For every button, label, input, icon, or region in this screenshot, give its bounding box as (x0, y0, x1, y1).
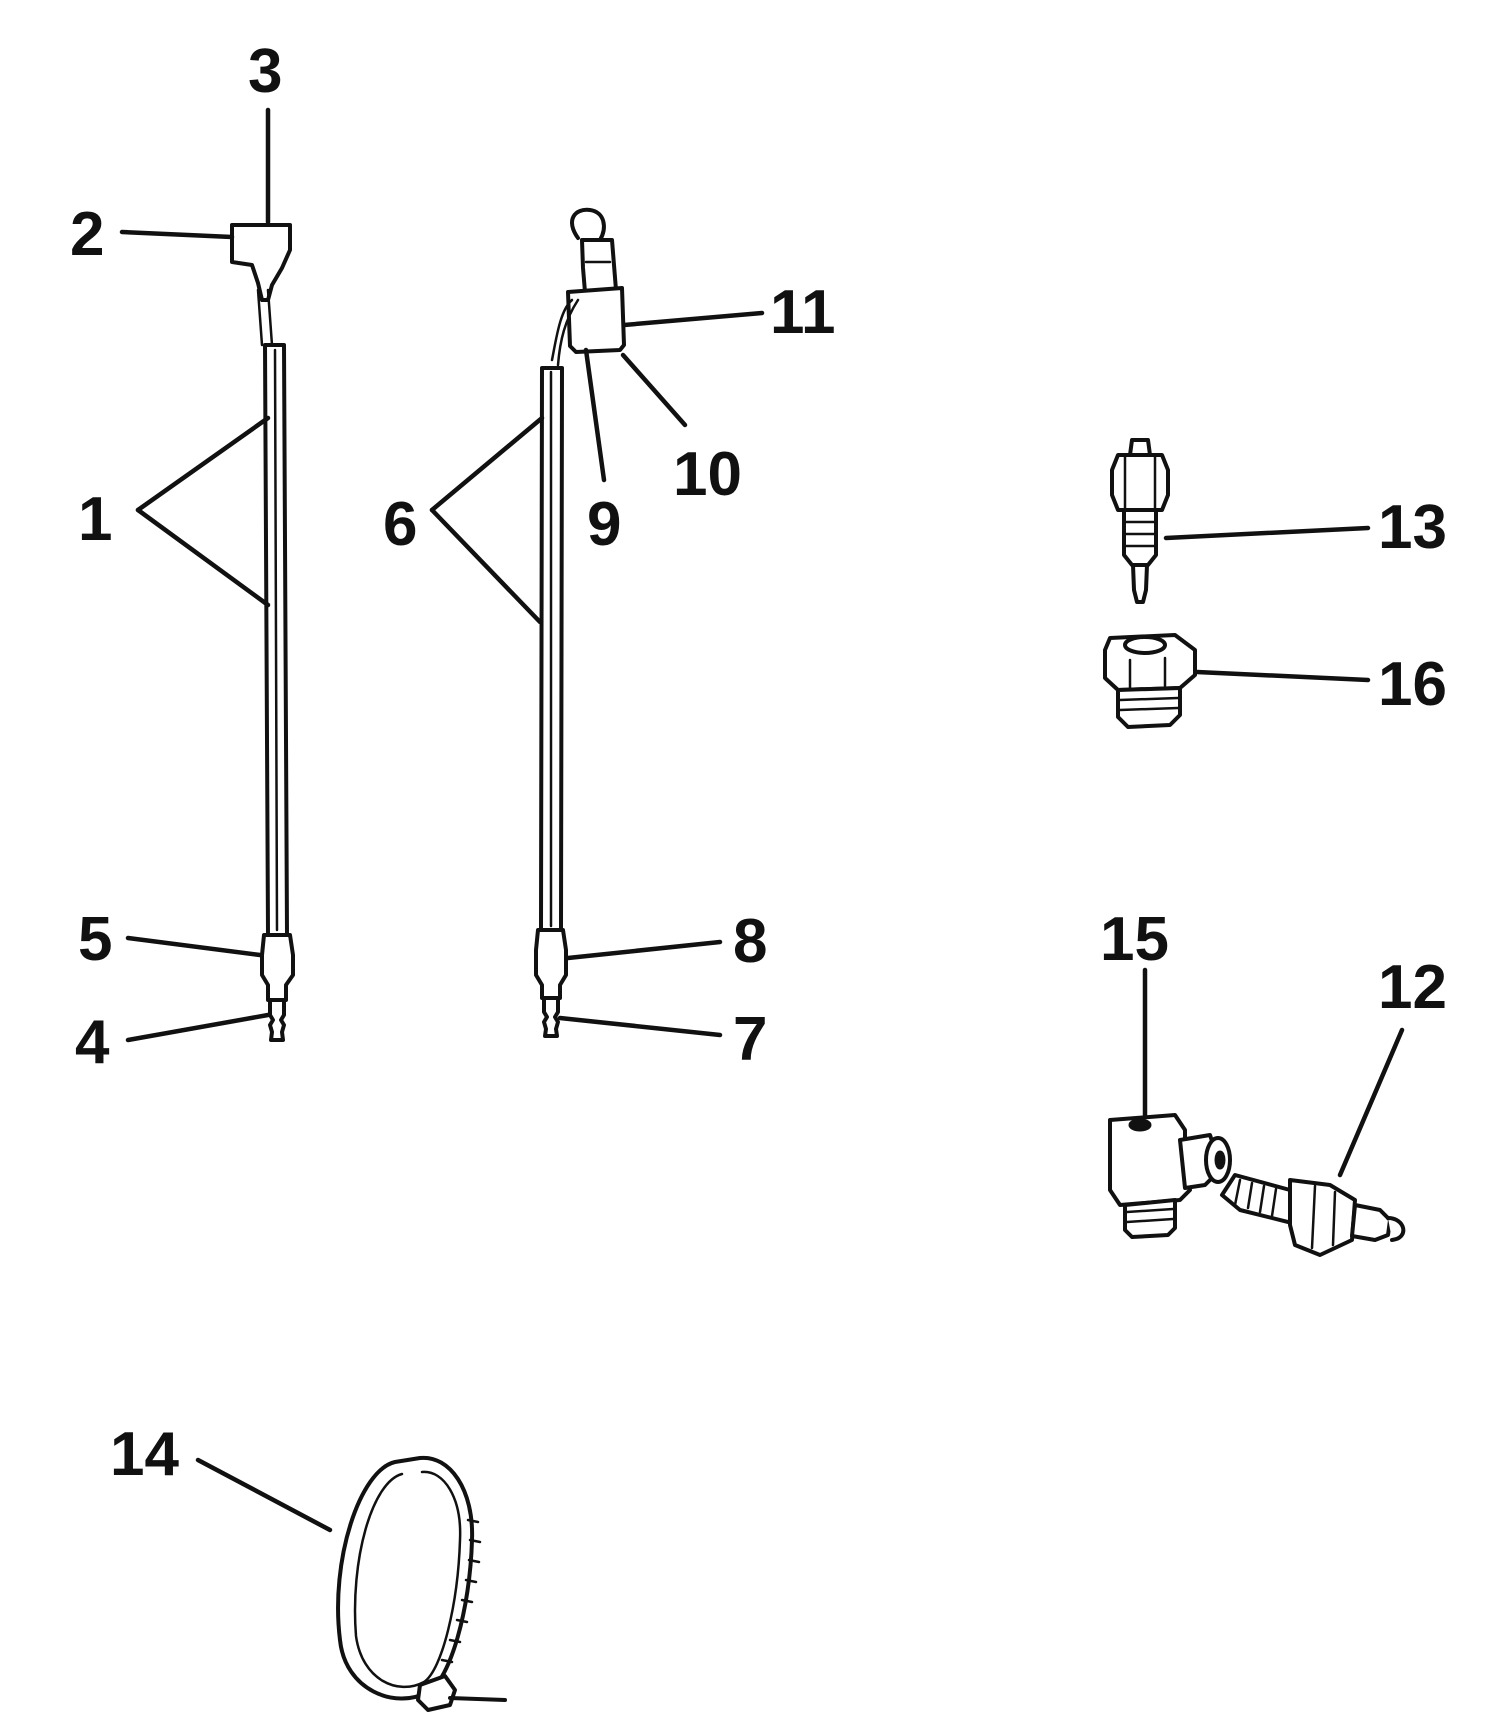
callout-12: 12 (1378, 953, 1447, 1022)
callout-3: 3 (248, 37, 282, 106)
lead-boot-top (230, 223, 292, 302)
lead-hook (570, 207, 606, 242)
switch-terminal (1128, 438, 1152, 457)
tie-strap (336, 1455, 507, 1712)
switch-hex (1110, 453, 1170, 512)
callout-14: 14 (110, 1420, 179, 1489)
spark-plug (1220, 1173, 1406, 1257)
callout-1: 1 (78, 485, 112, 554)
temperature-switch (1110, 438, 1170, 604)
callout-5: 5 (78, 905, 112, 974)
lead-terminal-middle (534, 928, 568, 1000)
lead-pin-middle (542, 996, 560, 1038)
callout-13: 13 (1378, 493, 1447, 562)
switch-thread (1122, 508, 1158, 567)
strap-buckle (416, 1674, 457, 1712)
callout-16: 16 (1378, 650, 1447, 719)
tee-fitting (1108, 1113, 1232, 1239)
callout-6: 6 (383, 490, 417, 559)
plug-insulator (1350, 1203, 1392, 1242)
spark-plug-lead-middle (534, 207, 626, 1038)
lead-clip (580, 238, 618, 294)
adapter-fitting (1103, 633, 1197, 729)
callout-7: 7 (733, 1005, 767, 1074)
switch-probe (1131, 563, 1149, 604)
lead-terminal-left (260, 933, 295, 1002)
callout-10: 10 (673, 440, 742, 509)
lead-connector-block (566, 286, 626, 354)
callout-8: 8 (733, 907, 767, 976)
callout-2: 2 (70, 200, 104, 269)
callout-numbers: 1 2 3 4 5 6 7 8 9 10 11 12 13 14 15 16 (70, 37, 1447, 1489)
plug-tip (1386, 1216, 1406, 1242)
callout-15: 15 (1100, 905, 1169, 974)
plug-hex (1288, 1178, 1357, 1257)
callout-9: 9 (587, 490, 621, 559)
leader-lines (119, 107, 1405, 1533)
tee-body (1108, 1113, 1192, 1207)
callout-11: 11 (770, 278, 836, 347)
spark-plug-lead-left (230, 223, 295, 1042)
lead-pin-left (268, 998, 286, 1042)
callout-4: 4 (75, 1008, 110, 1077)
